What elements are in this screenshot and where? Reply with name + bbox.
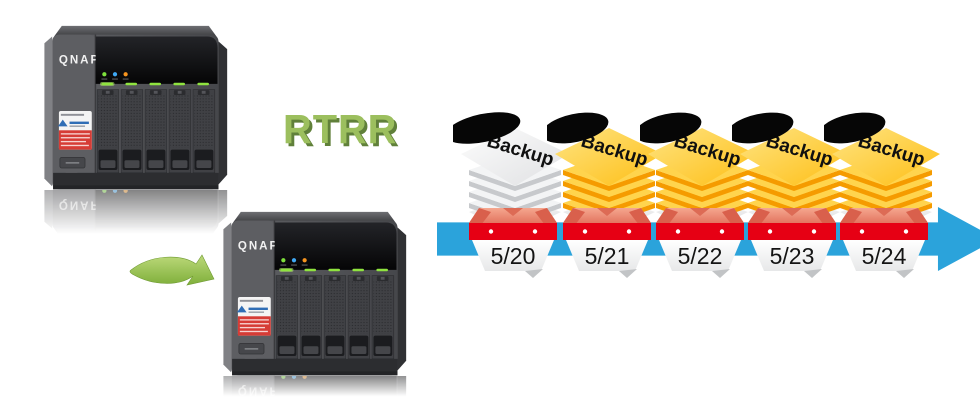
calendar-card: 5/21 bbox=[563, 208, 651, 278]
backup-date: 5/23 bbox=[770, 243, 815, 269]
backup-date: 5/20 bbox=[491, 243, 536, 269]
folder-opening bbox=[824, 112, 886, 144]
folder-opening bbox=[453, 112, 521, 144]
backup-date: 5/21 bbox=[585, 243, 630, 269]
folder-opening bbox=[547, 112, 609, 144]
calendar-card: 5/23 bbox=[748, 208, 836, 278]
folder-opening bbox=[732, 112, 794, 144]
backup-date: 5/22 bbox=[678, 243, 723, 269]
backup-date: 5/24 bbox=[862, 243, 907, 269]
rtrr-label: RTRR bbox=[283, 106, 398, 152]
calendar-card: 5/24 bbox=[840, 208, 928, 278]
source-nas-reflection bbox=[27, 190, 232, 242]
calendar-card: 5/20 bbox=[469, 208, 557, 278]
target-nas bbox=[206, 208, 411, 384]
source-nas bbox=[27, 22, 232, 198]
folder-opening bbox=[640, 112, 702, 144]
target-nas-reflection bbox=[206, 376, 411, 400]
replication-arrow-icon bbox=[129, 254, 215, 286]
calendar-card: 5/22 bbox=[656, 208, 744, 278]
target-nas-image bbox=[206, 208, 411, 384]
source-nas-image bbox=[27, 22, 232, 198]
